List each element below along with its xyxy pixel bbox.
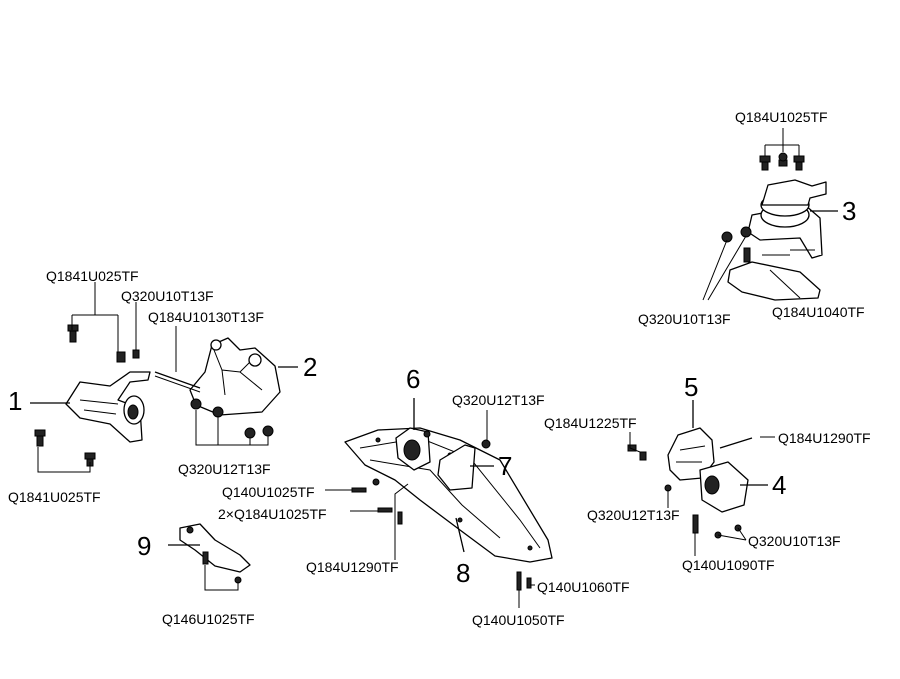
leader-lines [37,128,801,608]
label-q320u12t13f-center: Q320U12T13F [452,392,545,408]
fasteners-crossmember [351,478,532,591]
label-q140u1090tf: Q140U1090TF [682,557,775,573]
part-number-7: 7 [498,451,512,481]
fastener-labels: Q1841U025TF Q320U10T13F Q184U10130T13F Q… [8,109,871,628]
label-q320u10t13f-right: Q320U10T13F [748,533,841,549]
part-number-4: 4 [772,470,786,500]
part-number-6: 6 [406,364,420,394]
label-q140u1060tf: Q140U1060TF [537,579,630,595]
crossmember-part-8 [344,427,553,563]
mount-part-4 [627,437,768,539]
label-q320u12t13f-right: Q320U12T13F [587,507,680,523]
label-q184u1290tf-center: Q184U1290TF [306,559,399,575]
part-number-5: 5 [684,372,698,402]
label-q184u10130t13f: Q184U10130T13F [148,309,264,325]
label-2x-q184u1025tf: 2×Q184U1025TF [218,506,327,522]
part-number-labels: 1 2 3 4 5 6 7 8 9 [8,196,856,588]
label-q140u1025tf: Q140U1025TF [222,484,315,500]
label-q184u1040tf: Q184U1040TF [772,304,865,320]
label-q184u1225tf: Q184U1225TF [544,415,637,431]
label-q146u1025tf: Q146U1025TF [162,611,255,627]
bracket-part-9 [168,523,251,584]
label-q140u1050tf: Q140U1050TF [472,612,565,628]
label-q184u1025tf-top-right: Q184U1025TF [735,109,828,125]
bracket-part-7 [423,430,494,491]
part-number-9: 9 [137,531,151,561]
mount-part-6 [395,398,431,471]
label-q1841u025tf-bottom: Q1841U025TF [8,489,101,505]
label-q320u12t13f-mount2: Q320U12T13F [178,461,271,477]
engine-mount-part-2 [154,337,298,439]
part-number-3: 3 [842,196,856,226]
label-q184u1290tf-right: Q184U1290TF [778,430,871,446]
part-number-8: 8 [456,558,470,588]
engine-mount-part-1 [30,324,151,467]
engine-mount-part-3 [721,152,838,301]
part-number-2: 2 [303,352,317,382]
mount-part-5 [667,400,715,481]
part-number-1: 1 [8,386,22,416]
label-q320u10t13f-mount3: Q320U10T13F [638,311,731,327]
label-q1841u025tf-top: Q1841U025TF [46,268,139,284]
label-q320u10t13f-left: Q320U10T13F [121,288,214,304]
